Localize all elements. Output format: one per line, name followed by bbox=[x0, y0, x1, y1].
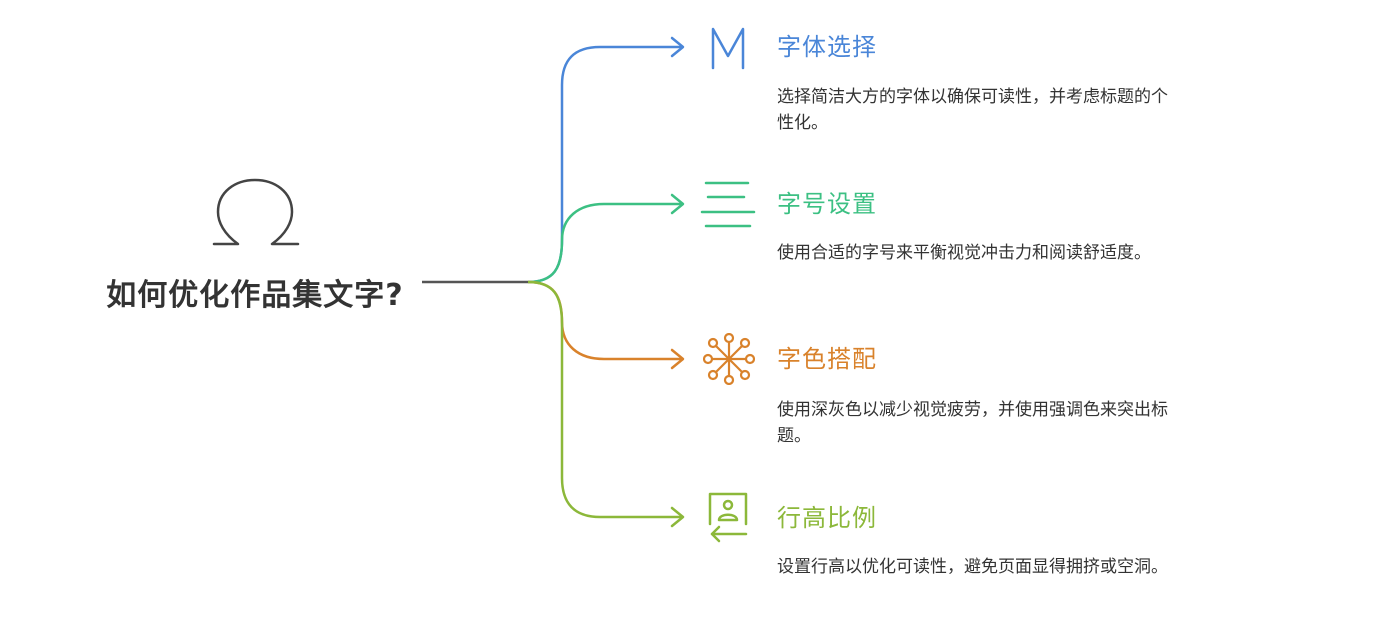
user-frame-icon bbox=[708, 492, 748, 543]
branch-arrow-color bbox=[670, 348, 685, 370]
branch-arrow-font bbox=[670, 36, 685, 58]
branch-description-color: 使用深灰色以减少视觉疲劳，并使用强调色来突出标题。 bbox=[777, 400, 1168, 446]
branch-arrow-lineheight bbox=[670, 506, 685, 528]
central-topic-title: 如何优化作品集文字? bbox=[106, 278, 404, 313]
branch-title-size: 字号设置 bbox=[777, 190, 877, 218]
branch-connector-lineheight bbox=[527, 280, 683, 519]
branch-arrow-size bbox=[670, 193, 685, 215]
branch-title-color: 字色搭配 bbox=[777, 345, 877, 373]
omega-icon bbox=[212, 178, 300, 246]
lines-icon bbox=[700, 181, 756, 228]
branch-title-lineheight: 行高比例 bbox=[777, 504, 877, 532]
font-m-icon bbox=[711, 27, 745, 70]
branch-connector-font bbox=[527, 45, 683, 284]
color-cluster-icon bbox=[703, 333, 755, 385]
branch-description-font: 选择简洁大方的字体以确保可读性，并考虑标题的个性化。 bbox=[777, 87, 1168, 133]
branch-connector-color bbox=[527, 280, 683, 361]
branch-description-lineheight: 设置行高以优化可读性，避免页面显得拥挤或空洞。 bbox=[777, 557, 1168, 577]
branch-description-size: 使用合适的字号来平衡视觉冲击力和阅读舒适度。 bbox=[777, 243, 1151, 263]
branch-title-font: 字体选择 bbox=[777, 33, 877, 61]
branch-connector-size bbox=[527, 202, 683, 284]
